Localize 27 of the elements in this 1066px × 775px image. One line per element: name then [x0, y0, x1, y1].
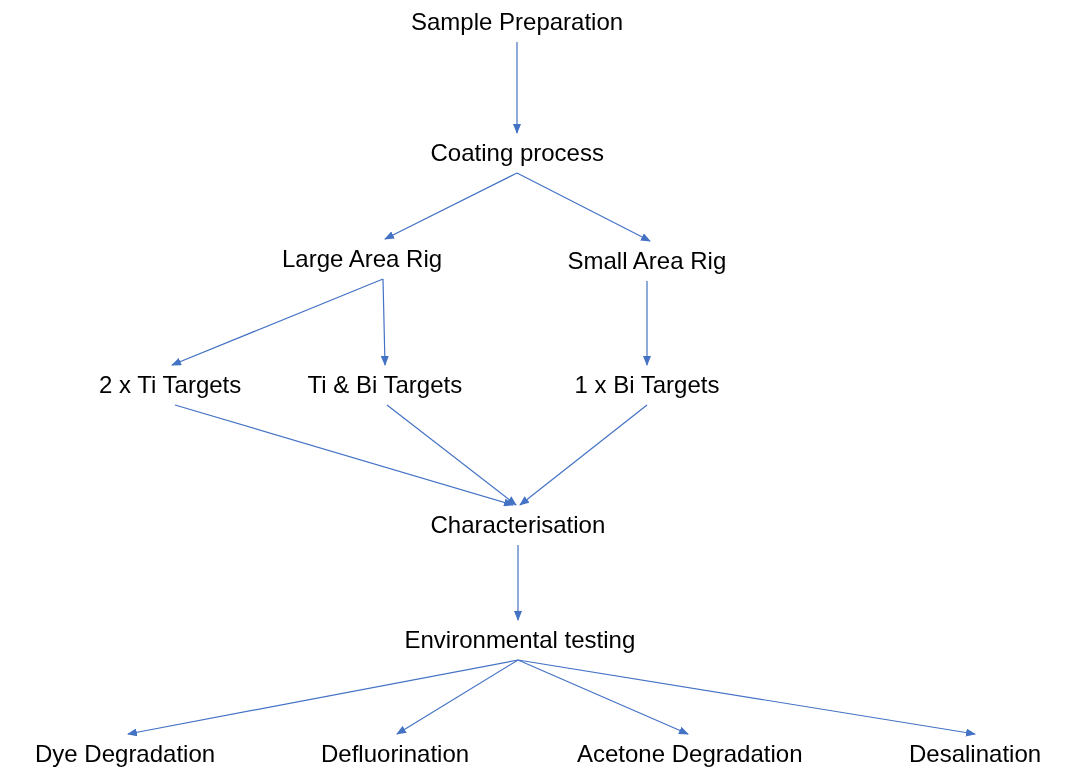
step-label: Sample Preparation [411, 8, 624, 36]
step-label: Small Area Rig [567, 247, 727, 275]
step-label: Environmental testing [404, 626, 636, 654]
arrow [517, 659, 689, 735]
step-label: Desalination [909, 740, 1042, 768]
arrow [519, 404, 648, 506]
arrow [516, 172, 651, 242]
arrow [514, 544, 522, 621]
arrow [127, 659, 519, 737]
step-label: Dye Degradation [35, 740, 216, 768]
arrow [384, 172, 518, 240]
step-label: Acetone Degradation [577, 740, 803, 768]
arrow [517, 659, 976, 737]
arrow [174, 404, 514, 507]
step-label: Large Area Rig [282, 245, 443, 273]
step-label: 1 x Bi Targets [574, 371, 720, 399]
step-label: Characterisation [430, 511, 606, 539]
arrow [171, 278, 384, 366]
arrow [386, 404, 517, 506]
arrow [643, 280, 651, 366]
arrow [396, 659, 519, 735]
arrow [513, 41, 521, 134]
step-label: 2 x Ti Targets [99, 371, 242, 399]
step-label: Ti & Bi Targets [307, 371, 463, 399]
arrow [380, 278, 389, 366]
step-label: Defluorination [321, 740, 470, 768]
step-label: Coating process [430, 139, 604, 167]
